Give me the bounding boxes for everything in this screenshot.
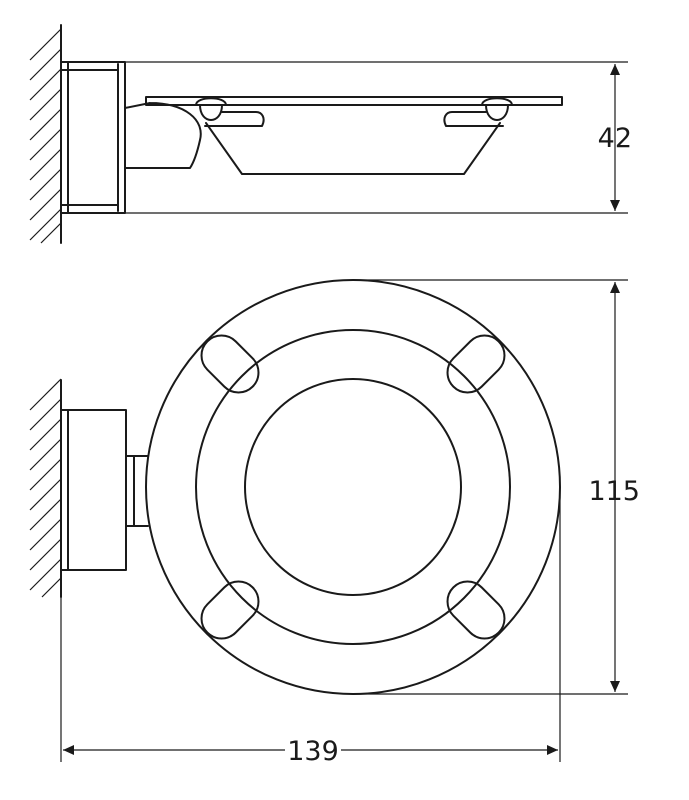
clip-top-left — [200, 334, 260, 394]
clip-bottom-left — [200, 580, 260, 640]
left-clip-side — [195, 97, 265, 127]
side-view: 42 — [29, 24, 632, 244]
bowl-side — [205, 122, 501, 175]
wall-hatch-bottom — [29, 378, 62, 598]
dimension-42: 42 — [125, 61, 632, 214]
clip-bottom-right — [446, 580, 506, 640]
inner-ring — [244, 378, 462, 596]
dimension-label-42: 42 — [598, 123, 632, 154]
support-arm-side — [124, 102, 202, 169]
clip-top-right — [446, 334, 506, 394]
wall-flange-front — [60, 409, 127, 571]
dimension-115: 115 — [353, 279, 640, 695]
right-clip-side — [443, 97, 513, 127]
front-view: 115 139 — [29, 279, 640, 767]
connector-front — [125, 455, 149, 527]
tray-plate-side — [145, 96, 563, 106]
dimension-label-115: 115 — [588, 476, 640, 507]
dimension-label-139: 139 — [287, 736, 339, 767]
wall-hatch-top — [29, 24, 62, 244]
wall-flange-side — [60, 61, 126, 214]
middle-ring — [195, 329, 511, 645]
dimension-139: 139 — [60, 487, 561, 767]
